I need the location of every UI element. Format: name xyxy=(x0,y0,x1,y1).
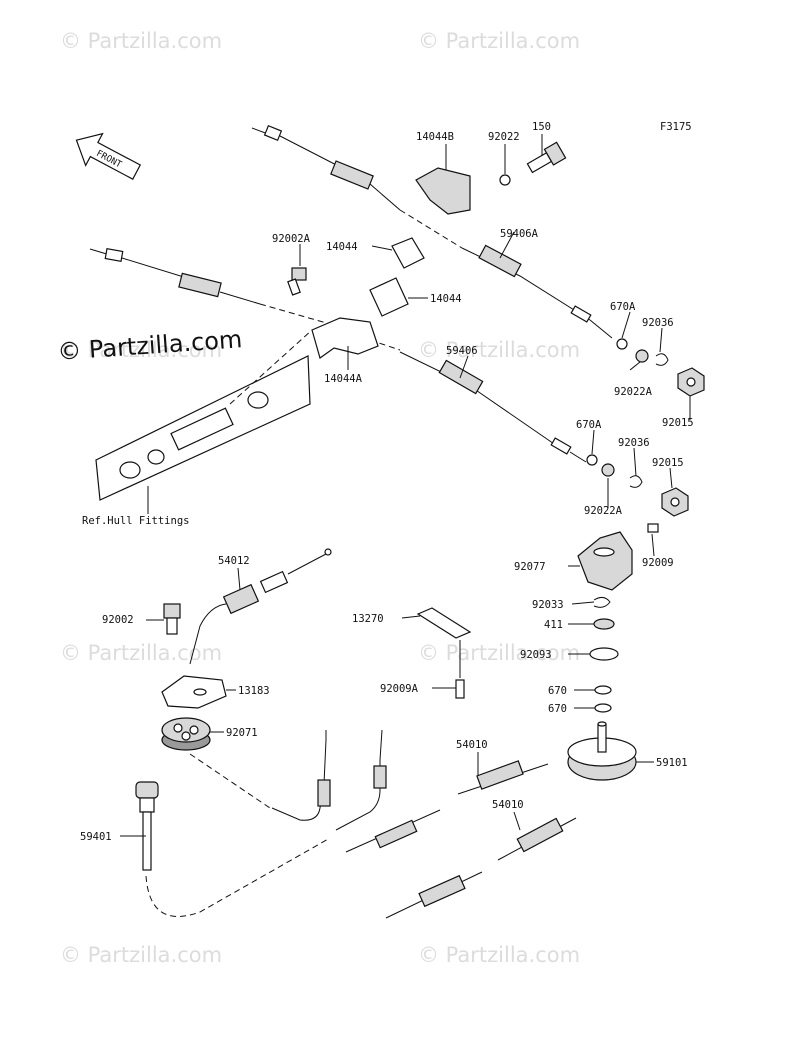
label-670A-upper: 670A xyxy=(610,301,636,313)
label-14044B: 14044B xyxy=(416,131,454,143)
figure-code: F3175 xyxy=(660,121,692,133)
base-59101 xyxy=(567,721,637,781)
ref-hull-fittings-label: Ref.Hull Fittings xyxy=(82,515,189,527)
label-670-upper: 670 xyxy=(548,685,567,697)
clip-14044B xyxy=(415,167,471,215)
label-92071: 92071 xyxy=(226,727,258,739)
screw-92009A xyxy=(455,679,465,699)
label-92093: 92093 xyxy=(520,649,552,661)
cable-59406A xyxy=(251,124,613,339)
label-92015-lower: 92015 xyxy=(652,457,684,469)
label-92015-upper: 92015 xyxy=(662,417,694,429)
label-54012: 54012 xyxy=(218,555,250,567)
label-92022A-lower: 92022A xyxy=(584,505,623,517)
cable-54010-upper xyxy=(345,760,549,853)
clip-14044-lower xyxy=(369,277,409,317)
watermark-tile: © Partzilla.com xyxy=(418,338,580,362)
label-92033: 92033 xyxy=(532,599,564,611)
label-411: 411 xyxy=(544,619,563,631)
cable-54010-lower xyxy=(385,817,577,919)
label-54010-upper: 54010 xyxy=(456,739,488,751)
washer-92093 xyxy=(589,647,619,661)
clip-92036-lower xyxy=(629,475,643,488)
label-92077: 92077 xyxy=(514,561,546,573)
label-92022: 92022 xyxy=(488,131,520,143)
o-ring-670A-upper xyxy=(616,338,628,350)
label-92009: 92009 xyxy=(642,557,674,569)
cable-54012 xyxy=(189,548,332,665)
label-670A-lower: 670A xyxy=(576,419,602,431)
o-ring-670-lower xyxy=(594,703,612,713)
plate-13270 xyxy=(416,607,472,639)
label-13183: 13183 xyxy=(238,685,270,697)
dash-connector xyxy=(189,753,271,809)
knob-59401 xyxy=(135,781,159,871)
label-13270: 13270 xyxy=(352,613,384,625)
watermark-tile: © Partzilla.com xyxy=(60,943,222,967)
leader xyxy=(371,245,393,251)
label-92002: 92002 xyxy=(102,614,134,626)
label-92009A: 92009A xyxy=(380,683,419,695)
nut-hole xyxy=(670,497,680,507)
watermark-tile: © Partzilla.com xyxy=(60,641,222,665)
clip-92033 xyxy=(593,596,611,608)
part-411 xyxy=(593,618,615,630)
o-ring-670-upper xyxy=(594,685,612,695)
clip-14044-upper xyxy=(391,237,425,269)
cable-54010-curved xyxy=(271,729,387,831)
washer-92022 xyxy=(499,174,511,186)
label-92022A-upper: 92022A xyxy=(614,386,653,398)
leader-lines xyxy=(120,231,691,837)
gasket-hole xyxy=(193,688,207,696)
label-670-lower: 670 xyxy=(548,703,567,715)
watermark-tiles: © Partzilla.com © Partzilla.com © Partzi… xyxy=(60,29,580,967)
holder-92071 xyxy=(161,717,211,751)
watermark-tile: © Partzilla.com xyxy=(60,338,222,362)
clip-92036-upper xyxy=(655,353,669,366)
label-59401: 59401 xyxy=(80,831,112,843)
label-59406: 59406 xyxy=(446,345,478,357)
label-59101: 59101 xyxy=(656,757,688,769)
watermark-tile: © Partzilla.com xyxy=(418,943,580,967)
label-59406A: 59406A xyxy=(500,228,539,240)
watermark-tile: © Partzilla.com xyxy=(418,641,580,665)
washer-92022A-lower xyxy=(601,463,615,477)
bolt-92002 xyxy=(163,603,181,635)
bolt-150 xyxy=(526,141,567,174)
label-14044-lower: 14044 xyxy=(430,293,462,305)
label-150: 150 xyxy=(532,121,551,133)
dash-connector xyxy=(145,837,331,917)
label-54010-lower: 54010 xyxy=(492,799,524,811)
screw-92009 xyxy=(647,523,659,533)
hull-fittings-panel xyxy=(95,329,313,501)
front-arrow-icon: FRONT xyxy=(75,132,142,180)
part-labels: 14044B 92022 150 92002A 14044 59406A 140… xyxy=(80,121,694,843)
label-92002A: 92002A xyxy=(272,233,311,245)
cable-59406 xyxy=(89,247,587,463)
nut-hole xyxy=(686,377,696,387)
bracket-14044A xyxy=(311,317,379,359)
o-ring-670A-lower xyxy=(586,454,598,466)
washer-92022A-upper xyxy=(635,349,649,363)
label-14044-upper: 14044 xyxy=(326,241,358,253)
label-14044A: 14044A xyxy=(324,373,363,385)
knob-92077 xyxy=(577,531,633,591)
watermark-tile: © Partzilla.com xyxy=(60,29,222,53)
label-92036-lower: 92036 xyxy=(618,437,650,449)
label-92036-upper: 92036 xyxy=(642,317,674,329)
bolt-92002A xyxy=(287,267,307,296)
watermark-tile: © Partzilla.com xyxy=(418,29,580,53)
